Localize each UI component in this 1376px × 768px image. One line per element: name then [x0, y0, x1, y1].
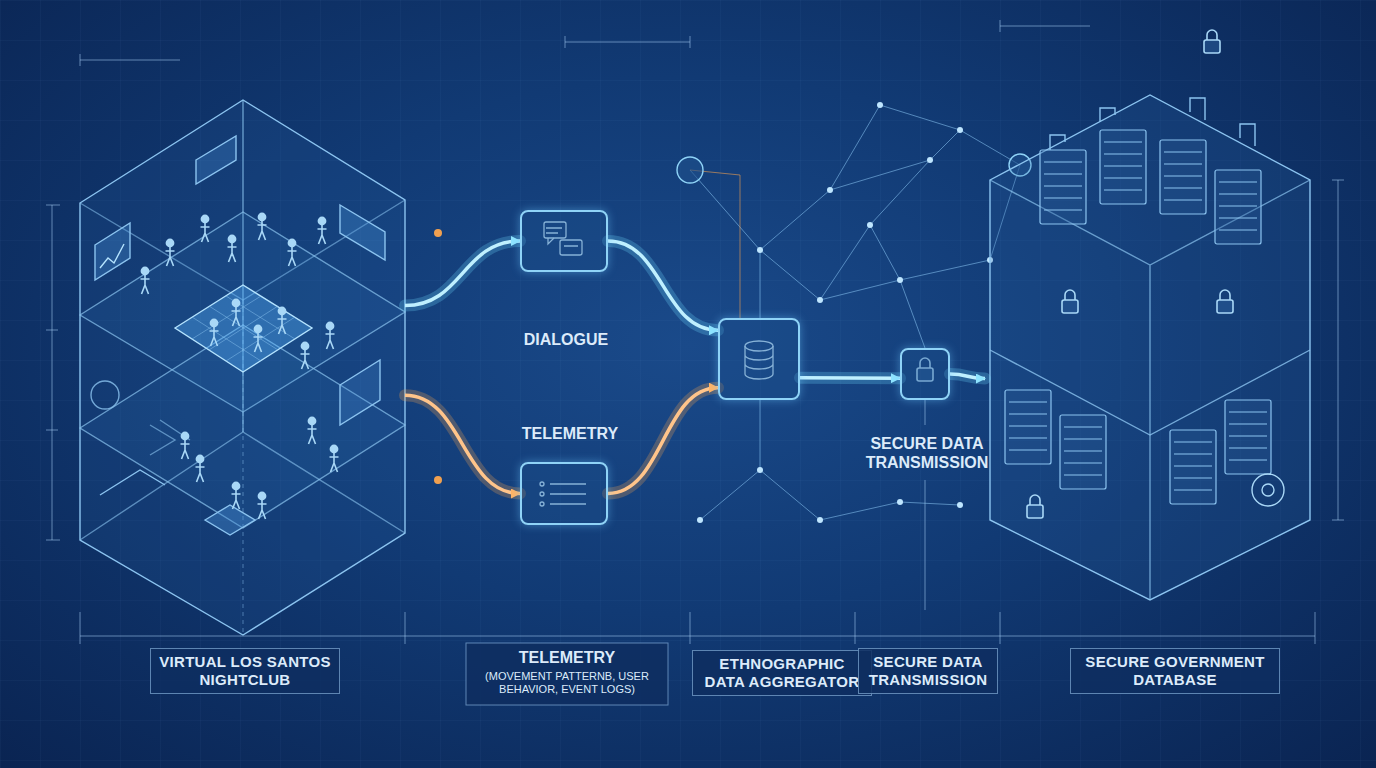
database-locks	[1027, 30, 1233, 518]
node-caption: DIALOGUE	[506, 330, 626, 349]
flow-connector	[608, 388, 718, 494]
nightclub-node: VIRTUAL LOS SANTOS NIGHTCLUB	[75, 95, 405, 635]
aggregator-box: ETHNOGRAPHIC DATA AGGREGATOR	[718, 318, 800, 400]
node-caption: SECURE DATA TRANSMISSION	[852, 434, 1002, 472]
node-caption: ETHNOGRAPHIC DATA AGGREGATOR	[692, 650, 872, 696]
server-racks	[1005, 130, 1271, 504]
node-caption: SECURE GOVERNMENT DATABASE	[1070, 648, 1280, 694]
club-people	[141, 213, 339, 519]
vault-door	[1252, 474, 1284, 506]
network-lines	[690, 105, 1020, 520]
encryption-box: SECURE DATA TRANSMISSION	[900, 348, 950, 400]
caption-frame	[466, 643, 668, 705]
flow-connector	[950, 374, 985, 379]
column-caption: (MOVEMENT PATTERNB, USER BEHAVIOR, EVENT…	[467, 670, 667, 696]
flow-glow	[608, 388, 718, 494]
flow-connector	[405, 241, 520, 306]
node-caption: TELEMETRY	[505, 424, 635, 443]
process-box: TELEMETRY	[520, 462, 608, 525]
flow-glow	[405, 241, 520, 306]
database-building	[990, 95, 1310, 600]
flow-glow	[950, 374, 985, 379]
process-box: DIALOGUE	[520, 210, 608, 272]
dimension-lines	[46, 20, 1344, 644]
column-caption: TELEMETRY	[487, 648, 647, 667]
database-node: SECURE GOVERNMENT DATABASE	[985, 40, 1315, 595]
flow-glow	[405, 395, 520, 493]
node-caption: VIRTUAL LOS SANTOS NIGHTCLUB	[150, 648, 340, 694]
nightclub-building	[80, 100, 405, 635]
flow-glow	[800, 372, 900, 384]
network-hubs	[434, 154, 1031, 484]
column-caption: SECURE DATA TRANSMISSION	[858, 648, 998, 694]
flow-connector	[405, 395, 520, 493]
flow-connector	[608, 241, 718, 330]
flow-glow	[608, 241, 718, 330]
flow-connector	[800, 376, 900, 380]
